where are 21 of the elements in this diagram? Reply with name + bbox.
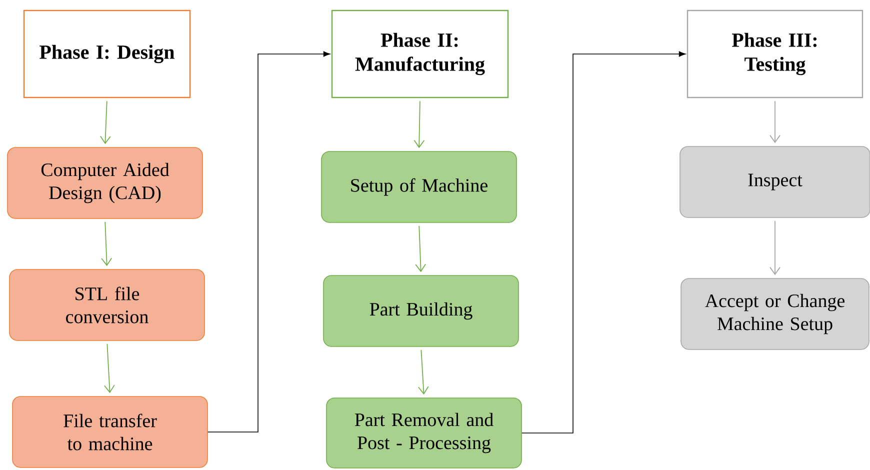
- process-box: File transfer to machine: [12, 396, 208, 468]
- arrow: [100, 100, 111, 144]
- phase-header-box: Phase III: Testing: [686, 10, 864, 98]
- process-box: Part Building: [323, 275, 519, 347]
- phase-header-box: Phase I: Design: [23, 10, 191, 98]
- process-box: Part Removal and Post - Processing: [326, 398, 522, 468]
- arrow: [770, 100, 780, 144]
- arrow: [101, 221, 112, 266]
- arrow: [208, 51, 330, 432]
- process-box: Inspect: [680, 146, 870, 218]
- process-box: STL file conversion: [9, 269, 205, 341]
- process-box: Setup of Machine: [321, 151, 517, 223]
- phase-header-box: Phase II: Manufacturing: [331, 10, 509, 98]
- arrow: [414, 100, 425, 148]
- arrow: [770, 220, 780, 276]
- arrow: [418, 349, 429, 395]
- arrow: [104, 343, 115, 394]
- process-box: Computer Aided Design (CAD): [7, 147, 203, 219]
- arrow: [415, 225, 426, 272]
- arrow: [522, 51, 686, 434]
- process-box: Accept or Change Machine Setup: [680, 278, 870, 350]
